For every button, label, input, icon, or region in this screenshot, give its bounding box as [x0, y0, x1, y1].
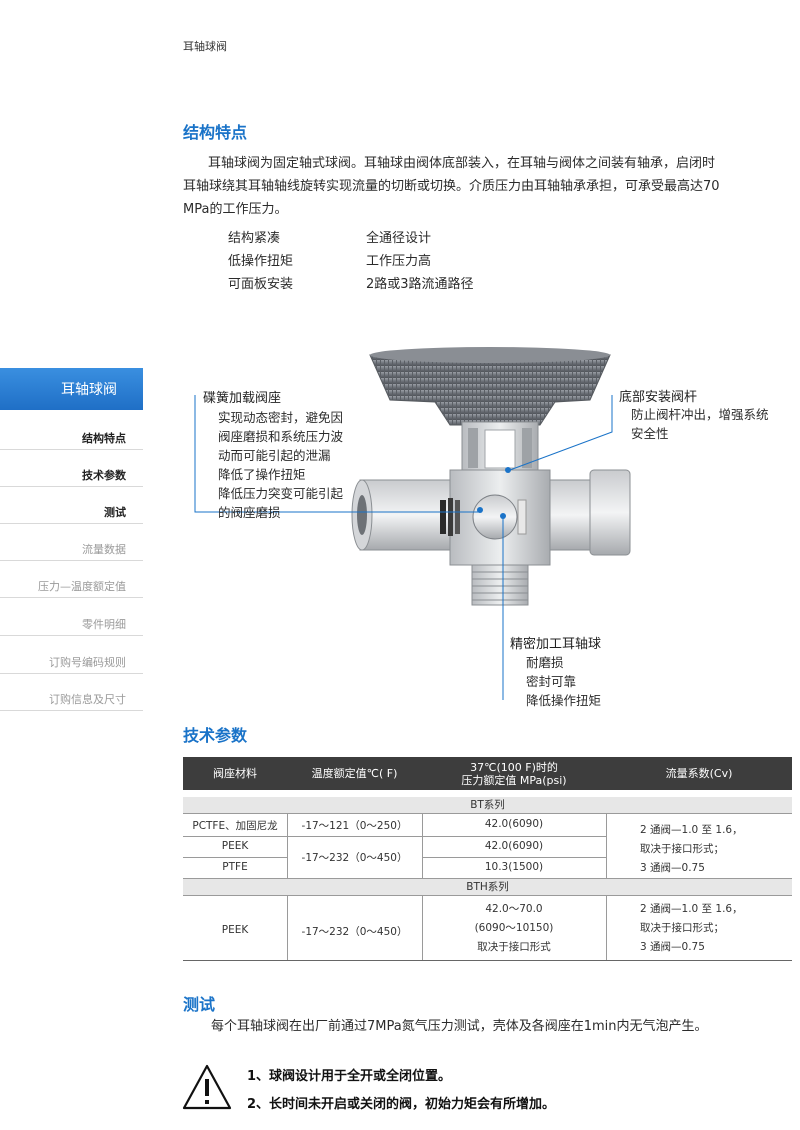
sidebar-item-ordering-info[interactable]: 订购信息及尺寸 [49, 693, 126, 706]
table-rule [422, 857, 606, 858]
table-rule [183, 813, 792, 814]
warning-triangle-icon [182, 1064, 232, 1110]
callout-right-title: 底部安装阀杆 [619, 390, 698, 405]
bt-pressure: 10.3(1500) [484, 861, 544, 873]
structure-paragraph-line-2: 耳轴球绕其耳轴轴线旋转实现流量的切断或切换。介质压力由耳轴轴承承担，可承受最高达… [183, 179, 720, 194]
bt-cv-line: 3 通阀—0.75 [640, 862, 705, 874]
sidebar-divider [0, 486, 143, 487]
sidebar-item-flow-data[interactable]: 流量数据 [82, 543, 126, 556]
bt-cv-line: 2 通阀—1.0 至 1.6， [640, 824, 743, 836]
callout-left-title: 碟簧加载阀座 [203, 391, 282, 406]
structure-paragraph-line-1: 耳轴球阀为固定轴式球阀。耳轴球由阀体底部装入，在耳轴与阀体之间装有轴承，启闭时 [208, 156, 716, 171]
table-rule [287, 895, 288, 960]
sidebar-active-item[interactable]: 耳轴球阀 [0, 368, 143, 410]
feature-row: 结构紧凑 全通径设计 [228, 227, 431, 246]
feature-right: 全通径设计 [366, 231, 432, 246]
warning-2: 2、长时间未开启或关闭的阀，初始力矩会有所增加。 [247, 1097, 556, 1112]
callout-right-line: 防止阀杆冲出，增强系统 [631, 407, 769, 422]
header-temperature: 温度额定值℃( F) [311, 767, 398, 780]
feature-right: 工作压力高 [366, 254, 432, 269]
sidebar-divider [0, 635, 143, 636]
header-pressure-line-1: 37℃(100 F)时的 [470, 760, 558, 774]
bt-material: PEEK [221, 840, 249, 852]
bt-flow-coefficient: 2 通阀—1.0 至 1.6， 取决于接口形式； 3 通阀—0.75 [606, 821, 792, 878]
bth-pressure-line: 42.0～70.0 [485, 903, 543, 915]
callout-left-line: 降低了操作扭矩 [218, 467, 306, 482]
sidebar-item-structure[interactable]: 结构特点 [82, 432, 126, 445]
table-rule [183, 857, 287, 858]
callout-bottom-line: 耐磨损 [526, 655, 564, 670]
structure-title: 结构特点 [183, 123, 248, 142]
bt-temperature: -17～232（0～450） [301, 852, 408, 864]
page-header-label: 耳轴球阀 [183, 40, 227, 53]
bth-cv-line: 3 通阀—0.75 [640, 941, 705, 953]
sidebar-item-testing[interactable]: 测试 [104, 506, 126, 519]
bt-cv-line: 取决于接口形式； [640, 843, 724, 855]
bth-pressure-line: (6090～10150) [474, 922, 554, 934]
table-rule [183, 878, 792, 879]
callout-right-line: 安全性 [631, 426, 669, 441]
callout-left-line: 降低压力突变可能引起 [218, 486, 344, 501]
table-rule [287, 813, 288, 878]
table-rule [183, 960, 792, 961]
bt-series-band: BT系列 [183, 797, 792, 813]
callout-bottom-line: 降低操作扭矩 [526, 693, 602, 708]
callout-bottom-title: 精密加工耳轴球 [510, 637, 602, 652]
tech-title: 技术参数 [183, 726, 248, 745]
sidebar-divider [0, 710, 143, 711]
callout-left-line: 的阀座磨损 [218, 505, 281, 520]
bth-pressure-line: 取决于接口形式 [477, 941, 551, 953]
sidebar-divider [0, 673, 143, 674]
header-flow-coefficient: 流量系数(Cv) [665, 767, 733, 780]
callout-left-line: 实现动态密封，避免因 [218, 410, 344, 425]
bth-pressure: 42.0～70.0 (6090～10150) 取决于接口形式 [422, 900, 606, 957]
table-rule [422, 813, 423, 878]
header-pressure-line-2: 压力额定值 MPa(psi) [461, 773, 567, 787]
table-rule [606, 813, 607, 878]
sidebar-item-pressure-temp[interactable]: 压力—温度额定值 [38, 580, 126, 593]
feature-left: 结构紧凑 [228, 231, 281, 246]
header-seat-material: 阀座材料 [213, 767, 257, 780]
testing-title: 测试 [183, 995, 216, 1014]
table-rule [183, 836, 606, 837]
sidebar-divider [0, 597, 143, 598]
feature-row: 低操作扭矩 工作压力高 [228, 250, 431, 269]
feature-row: 可面板安装 2路或3路流通路径 [228, 273, 474, 292]
sidebar-divider [0, 560, 143, 561]
bt-material: PCTFE、加固尼龙 [192, 820, 278, 832]
bt-pressure: 42.0(6090) [484, 840, 544, 852]
callout-bottom-line: 密封可靠 [526, 674, 577, 689]
sidebar-item-ordering-rules[interactable]: 订购号编码规则 [49, 656, 126, 669]
callout-left-line: 阀座磨损和系统压力波 [218, 429, 344, 444]
table-rule [183, 895, 792, 896]
bth-flow-coefficient: 2 通阀—1.0 至 1.6， 取决于接口形式； 3 通阀—0.75 [606, 900, 792, 957]
bth-material: PEEK [221, 924, 249, 936]
table-rule [422, 895, 423, 960]
bt-material: PTFE [222, 861, 248, 873]
warning-1: 1、球阀设计用于全开或全闭位置。 [247, 1069, 452, 1084]
feature-left: 可面板安装 [228, 277, 294, 292]
structure-paragraph-line-3: MPa的工作压力。 [183, 202, 288, 217]
sidebar-divider [0, 449, 143, 450]
bth-cv-line: 取决于接口形式； [640, 922, 724, 934]
bth-cv-line: 2 通阀—1.0 至 1.6， [640, 903, 743, 915]
tech-table-header: 阀座材料 温度额定值℃( F) 37℃(100 F)时的 压力额定值 MPa(p… [183, 757, 792, 790]
bt-pressure: 42.0(6090) [484, 818, 544, 830]
table-rule [606, 895, 607, 960]
callout-left-line: 动而可能引起的泄漏 [218, 448, 331, 463]
feature-right: 2路或3路流通路径 [366, 277, 474, 292]
bth-series-band: BTH系列 [183, 879, 792, 895]
valve-cutaway-illustration [351, 347, 631, 606]
sidebar-divider [0, 523, 143, 524]
feature-left: 低操作扭矩 [228, 254, 294, 269]
sidebar-item-parts[interactable]: 零件明细 [82, 618, 126, 631]
bt-temperature: -17～121（0～250） [301, 820, 408, 832]
sidebar-item-tech[interactable]: 技术参数 [82, 469, 126, 482]
testing-text: 每个耳轴球阀在出厂前通过7MPa氮气压力测试，壳体及各阀座在1min内无气泡产生… [211, 1019, 708, 1034]
header-pressure: 37℃(100 F)时的 压力额定值 MPa(psi) [422, 757, 606, 790]
bth-temperature: -17～232（0～450） [301, 926, 408, 938]
